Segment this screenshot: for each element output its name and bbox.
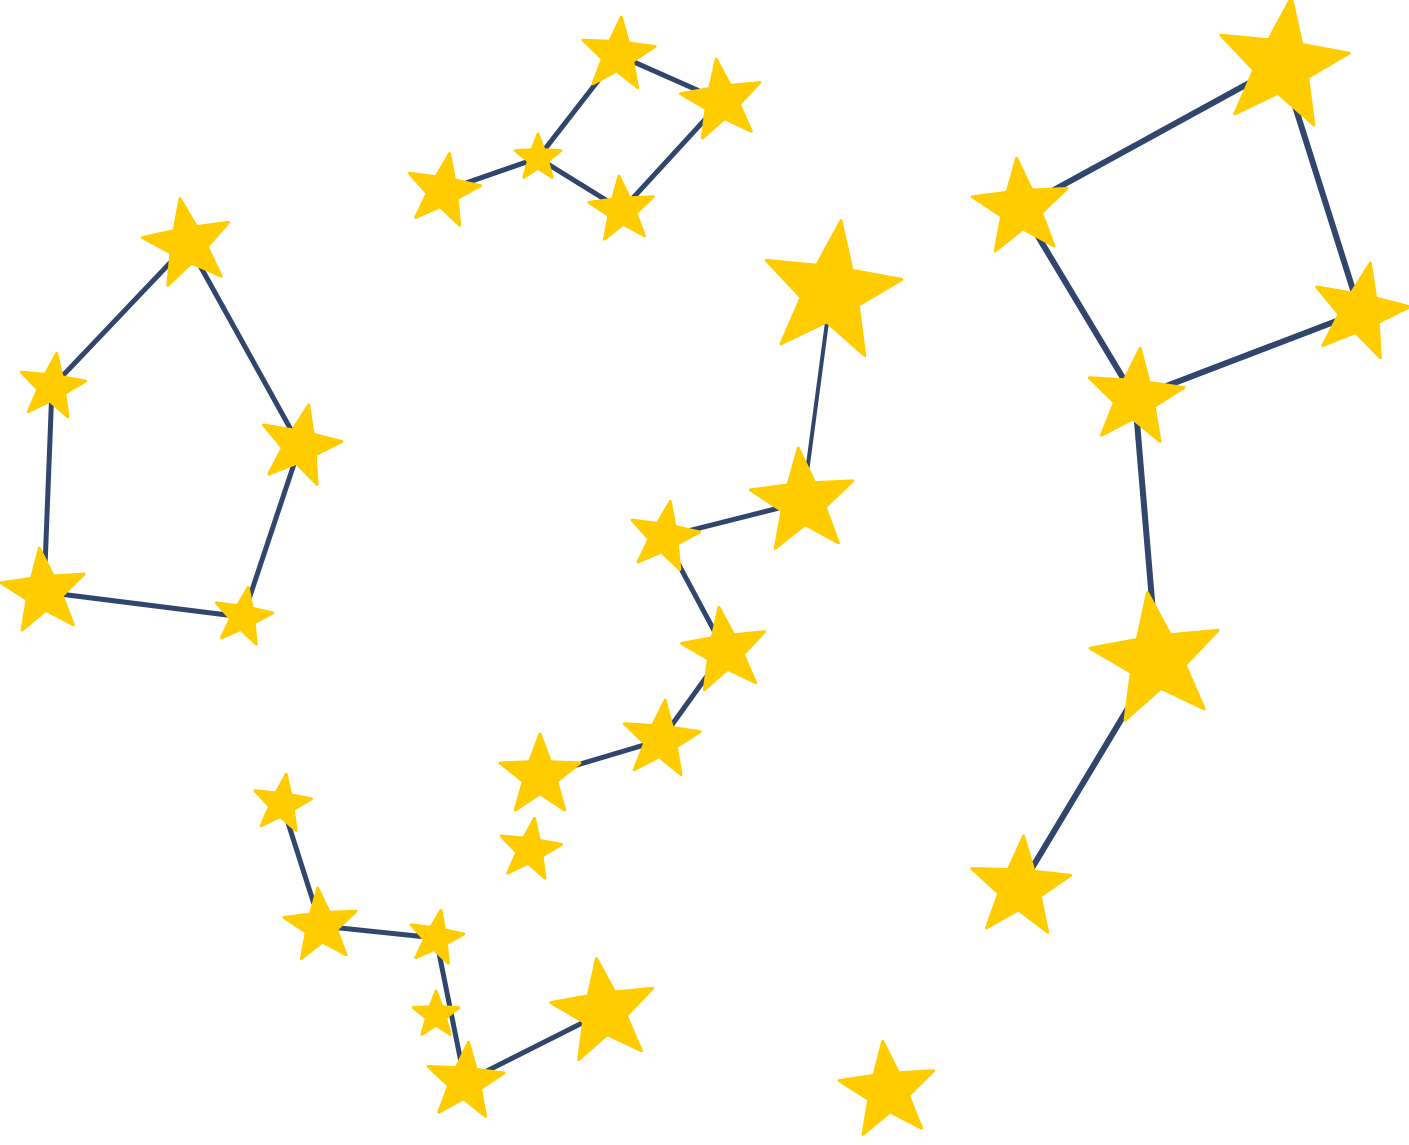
- star-icon: [411, 989, 461, 1036]
- star-icon: [764, 219, 904, 358]
- star-icon: [282, 886, 358, 961]
- star-icon: [140, 197, 231, 287]
- star-icon: [748, 446, 855, 550]
- star-icon: [513, 132, 563, 179]
- constellation-line: [49, 241, 191, 390]
- constellation-line: [1132, 309, 1363, 401]
- star-icon: [407, 152, 483, 227]
- star-icon: [623, 698, 702, 777]
- star-icon: [1088, 591, 1220, 722]
- star-icon: [262, 403, 344, 486]
- constellation-line: [1018, 62, 1285, 211]
- star-icon: [587, 174, 655, 241]
- star-icon: [1219, 0, 1351, 127]
- star-icon: [630, 500, 702, 571]
- star-icon: [1087, 346, 1186, 443]
- star-icon: [549, 957, 654, 1062]
- star-icon: [215, 586, 275, 646]
- star-icon: [253, 772, 313, 832]
- constellation-line: [185, 241, 303, 449]
- star-icon: [1315, 261, 1409, 360]
- star-icon: [498, 732, 582, 812]
- star-icon: [581, 15, 657, 90]
- star-icon: [970, 834, 1072, 934]
- star-icon: [409, 908, 466, 965]
- star-icon: [970, 156, 1069, 253]
- star-icon: [499, 816, 563, 880]
- star-icon: [679, 57, 762, 140]
- star-icon: [837, 1039, 936, 1136]
- star-icon: [426, 1040, 506, 1118]
- constellation-lines: [41, 52, 1363, 1085]
- constellation-line: [240, 443, 303, 620]
- star-icon: [19, 351, 87, 419]
- star-icon: [680, 605, 766, 692]
- constellation-line: [41, 589, 246, 620]
- star-icon: [0, 546, 86, 632]
